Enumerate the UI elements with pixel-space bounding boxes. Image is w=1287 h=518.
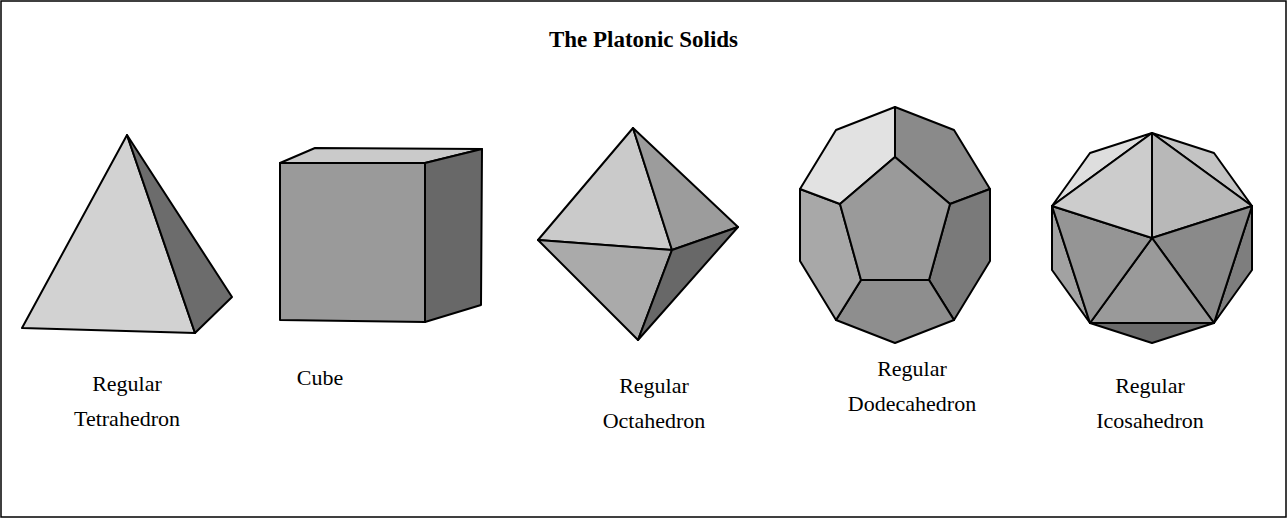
- solid-name: Regular Octahedron: [569, 368, 739, 438]
- diagram-title: The Platonic Solids: [0, 26, 1287, 54]
- tetrahedron: [22, 135, 232, 333]
- solid-name: Cube: [235, 360, 405, 395]
- solid-name: Regular Tetrahedron: [42, 366, 212, 436]
- solid-name: Regular Dodecahedron: [827, 351, 997, 421]
- icosahedron: [1052, 133, 1252, 343]
- dodecahedron: [800, 107, 990, 343]
- solid-name: Regular Icosahedron: [1065, 368, 1235, 438]
- octahedron: [538, 128, 738, 340]
- cube: [280, 148, 482, 322]
